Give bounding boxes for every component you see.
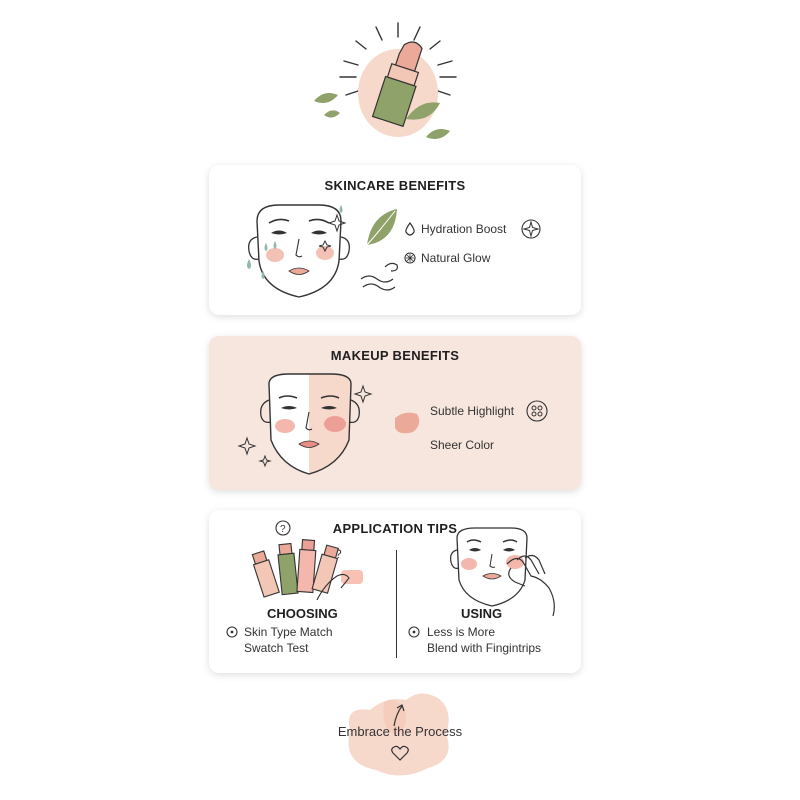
swatch-icon: [395, 412, 420, 434]
footer-text: Embrace the Process: [337, 724, 463, 739]
makeup-title: MAKEUP BENEFITS: [330, 348, 460, 363]
swatch-test-label: Swatch Test: [244, 641, 309, 655]
checkmark-icon: [226, 626, 238, 638]
application-tips-title: APPLICATION TIPS: [332, 521, 458, 536]
glow-icon: [404, 252, 416, 264]
sparkle-icon: [521, 219, 541, 239]
skincare-card: SKINCARE BENEFITS: [209, 165, 581, 315]
using-title: USING: [461, 606, 503, 621]
tips-divider: [396, 550, 397, 658]
blend-fingertips-label: Blend with Fingintrips: [427, 641, 542, 655]
arrow-up-icon: [393, 704, 405, 727]
checkmark-icon: [408, 626, 420, 638]
lipsticks-illustration: ? ?: [251, 520, 363, 601]
heart-icon: [391, 745, 409, 761]
skincare-title: SKINCARE BENEFITS: [324, 178, 466, 193]
makeup-card: MAKEUP BENEFITS Subtle Highlight: [209, 336, 581, 490]
less-is-more-label: Less is More: [427, 625, 496, 639]
svg-text:?: ?: [280, 524, 286, 535]
palette-icon: [526, 400, 548, 422]
subtle-highlight-label: Subtle Highlight: [430, 404, 515, 418]
droplet-icon: [405, 221, 415, 236]
hydration-boost-label: Hydration Boost: [421, 222, 507, 236]
sheer-color-label: Sheer Color: [430, 438, 495, 452]
makeup-face-illustration: [237, 373, 373, 475]
natural-glow-label: Natural Glow: [421, 251, 491, 265]
choosing-title: CHOOSING: [267, 606, 338, 621]
svg-text:?: ?: [335, 547, 342, 561]
hero-illustration: [300, 15, 500, 150]
face-blending-illustration: [450, 527, 555, 617]
skin-type-match-label: Skin Type Match: [244, 625, 333, 639]
skincare-face-illustration: [247, 204, 398, 298]
application-tips-card: APPLICATION TIPS ? ? CHOOS: [209, 510, 581, 673]
lipstick-icon: [314, 22, 457, 139]
